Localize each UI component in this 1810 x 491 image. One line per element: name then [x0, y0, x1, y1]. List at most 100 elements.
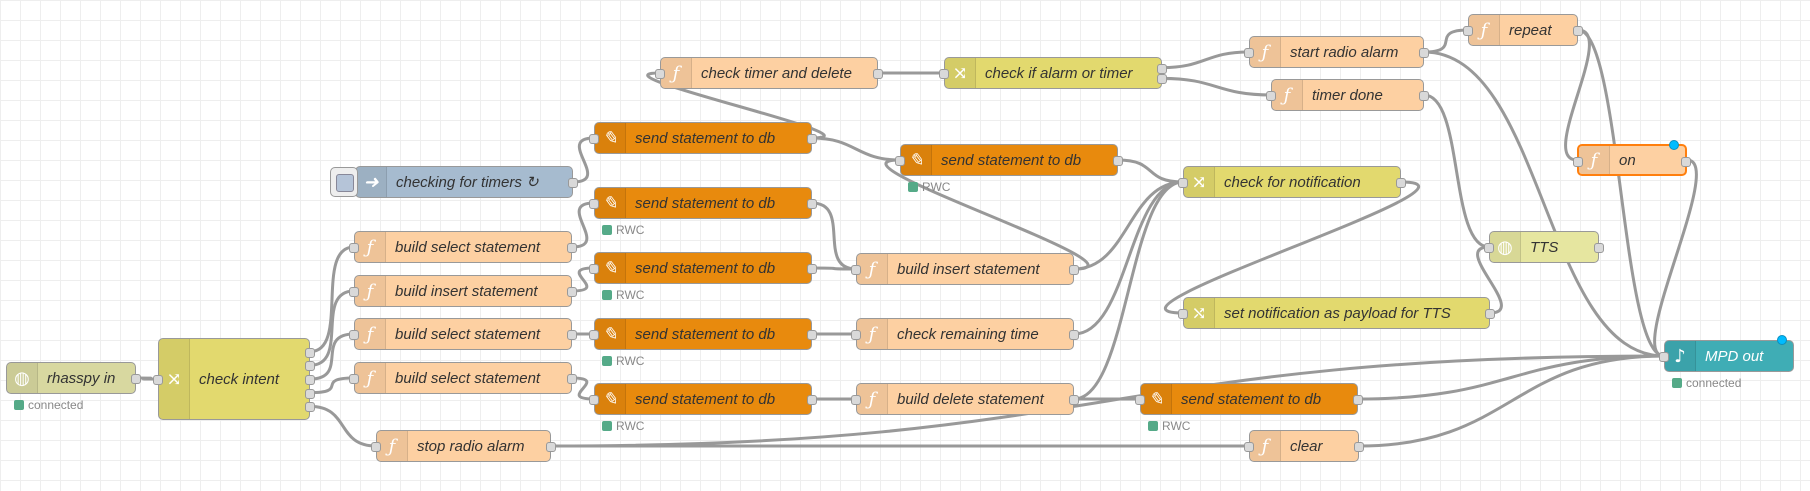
wire[interactable] — [1653, 158, 1698, 358]
wire[interactable] — [571, 201, 595, 249]
node-db4[interactable]: ✎send statement to db — [589, 252, 817, 284]
output-port[interactable] — [1354, 442, 1364, 452]
input-port[interactable] — [349, 374, 359, 384]
wire[interactable] — [1073, 180, 1184, 401]
wire[interactable] — [1423, 50, 1665, 358]
wire[interactable] — [309, 376, 355, 395]
node-cfn[interactable]: ⤨check for notification — [1178, 166, 1406, 198]
input-port[interactable] — [589, 134, 599, 144]
wire[interactable] — [309, 289, 355, 367]
input-port[interactable] — [1178, 309, 1188, 319]
input-port[interactable] — [895, 156, 905, 166]
input-port[interactable] — [1484, 243, 1494, 253]
input-port[interactable] — [1178, 178, 1188, 188]
inject-trigger-button[interactable] — [330, 167, 358, 197]
node-checkintent[interactable]: ⤨check intent — [153, 338, 315, 420]
input-port[interactable] — [349, 330, 359, 340]
output-port[interactable] — [1419, 91, 1429, 101]
input-port[interactable] — [1573, 157, 1583, 167]
wire[interactable] — [1476, 245, 1503, 315]
input-port[interactable] — [655, 69, 665, 79]
input-port[interactable] — [153, 375, 163, 385]
wire[interactable] — [811, 201, 857, 271]
output-port[interactable] — [1113, 156, 1123, 166]
wire[interactable] — [1117, 158, 1184, 184]
wire[interactable] — [572, 136, 595, 184]
output-port[interactable] — [568, 178, 578, 188]
wire[interactable] — [811, 266, 857, 271]
output-port[interactable] — [1069, 330, 1079, 340]
input-port[interactable] — [1244, 48, 1254, 58]
input-port[interactable] — [851, 265, 861, 275]
input-port[interactable] — [851, 395, 861, 405]
node-db6[interactable]: ✎send statement to db — [589, 383, 817, 415]
output-port[interactable] — [807, 395, 817, 405]
wire[interactable] — [1161, 76, 1272, 97]
input-port[interactable] — [1659, 352, 1669, 362]
output-port[interactable] — [131, 374, 141, 384]
node-rhasspy[interactable]: ◍rhasspy in — [6, 362, 141, 394]
output-port[interactable] — [567, 287, 577, 297]
output-port[interactable] — [1485, 309, 1495, 319]
output-port[interactable] — [873, 69, 883, 79]
output-port[interactable] — [305, 361, 315, 372]
input-port[interactable] — [589, 199, 599, 209]
wire[interactable] — [1163, 180, 1421, 315]
input-port[interactable] — [939, 69, 949, 79]
input-port[interactable] — [1244, 442, 1254, 452]
wire[interactable] — [1358, 354, 1665, 448]
wire[interactable] — [1073, 180, 1184, 336]
output-port[interactable] — [807, 264, 817, 274]
input-port[interactable] — [1266, 91, 1276, 101]
input-port[interactable] — [349, 287, 359, 297]
node-db5[interactable]: ✎send statement to db — [589, 318, 817, 350]
wire[interactable] — [884, 158, 1090, 271]
wire[interactable] — [1564, 28, 1591, 162]
wire[interactable] — [550, 354, 1665, 448]
wire[interactable] — [1161, 50, 1250, 70]
output-port[interactable] — [567, 330, 577, 340]
wire[interactable] — [646, 71, 826, 140]
output-port[interactable] — [567, 243, 577, 253]
wire[interactable] — [571, 266, 595, 293]
output-port[interactable] — [1069, 265, 1079, 275]
node-db1[interactable]: ✎send statement to db — [589, 122, 817, 154]
output-port[interactable] — [1594, 243, 1604, 253]
node-db3[interactable]: ✎send statement to db — [589, 187, 817, 219]
output-port[interactable] — [807, 199, 817, 209]
output-port[interactable] — [546, 442, 556, 452]
node-checking[interactable]: ➜checking for timers ↻ — [330, 166, 578, 198]
input-port[interactable] — [371, 442, 381, 452]
output-port[interactable] — [1157, 63, 1167, 74]
input-port[interactable] — [1135, 395, 1145, 405]
output-port[interactable] — [305, 375, 315, 385]
node-snp[interactable]: ⤭set notification as payload for TTS — [1178, 297, 1495, 329]
input-port[interactable] — [589, 330, 599, 340]
node-db8[interactable]: ✎send statement to db — [1135, 383, 1363, 415]
input-port[interactable] — [851, 330, 861, 340]
wire[interactable] — [571, 376, 595, 401]
output-port[interactable] — [1419, 48, 1429, 58]
wire[interactable] — [1073, 180, 1184, 271]
output-port[interactable] — [807, 330, 817, 340]
wire[interactable] — [309, 332, 355, 381]
output-port[interactable] — [1069, 395, 1079, 405]
output-port[interactable] — [567, 374, 577, 384]
input-port[interactable] — [1463, 26, 1473, 36]
output-port[interactable] — [305, 347, 315, 358]
wire[interactable] — [1423, 28, 1469, 54]
output-port[interactable] — [1353, 395, 1363, 405]
output-port[interactable] — [305, 388, 315, 399]
